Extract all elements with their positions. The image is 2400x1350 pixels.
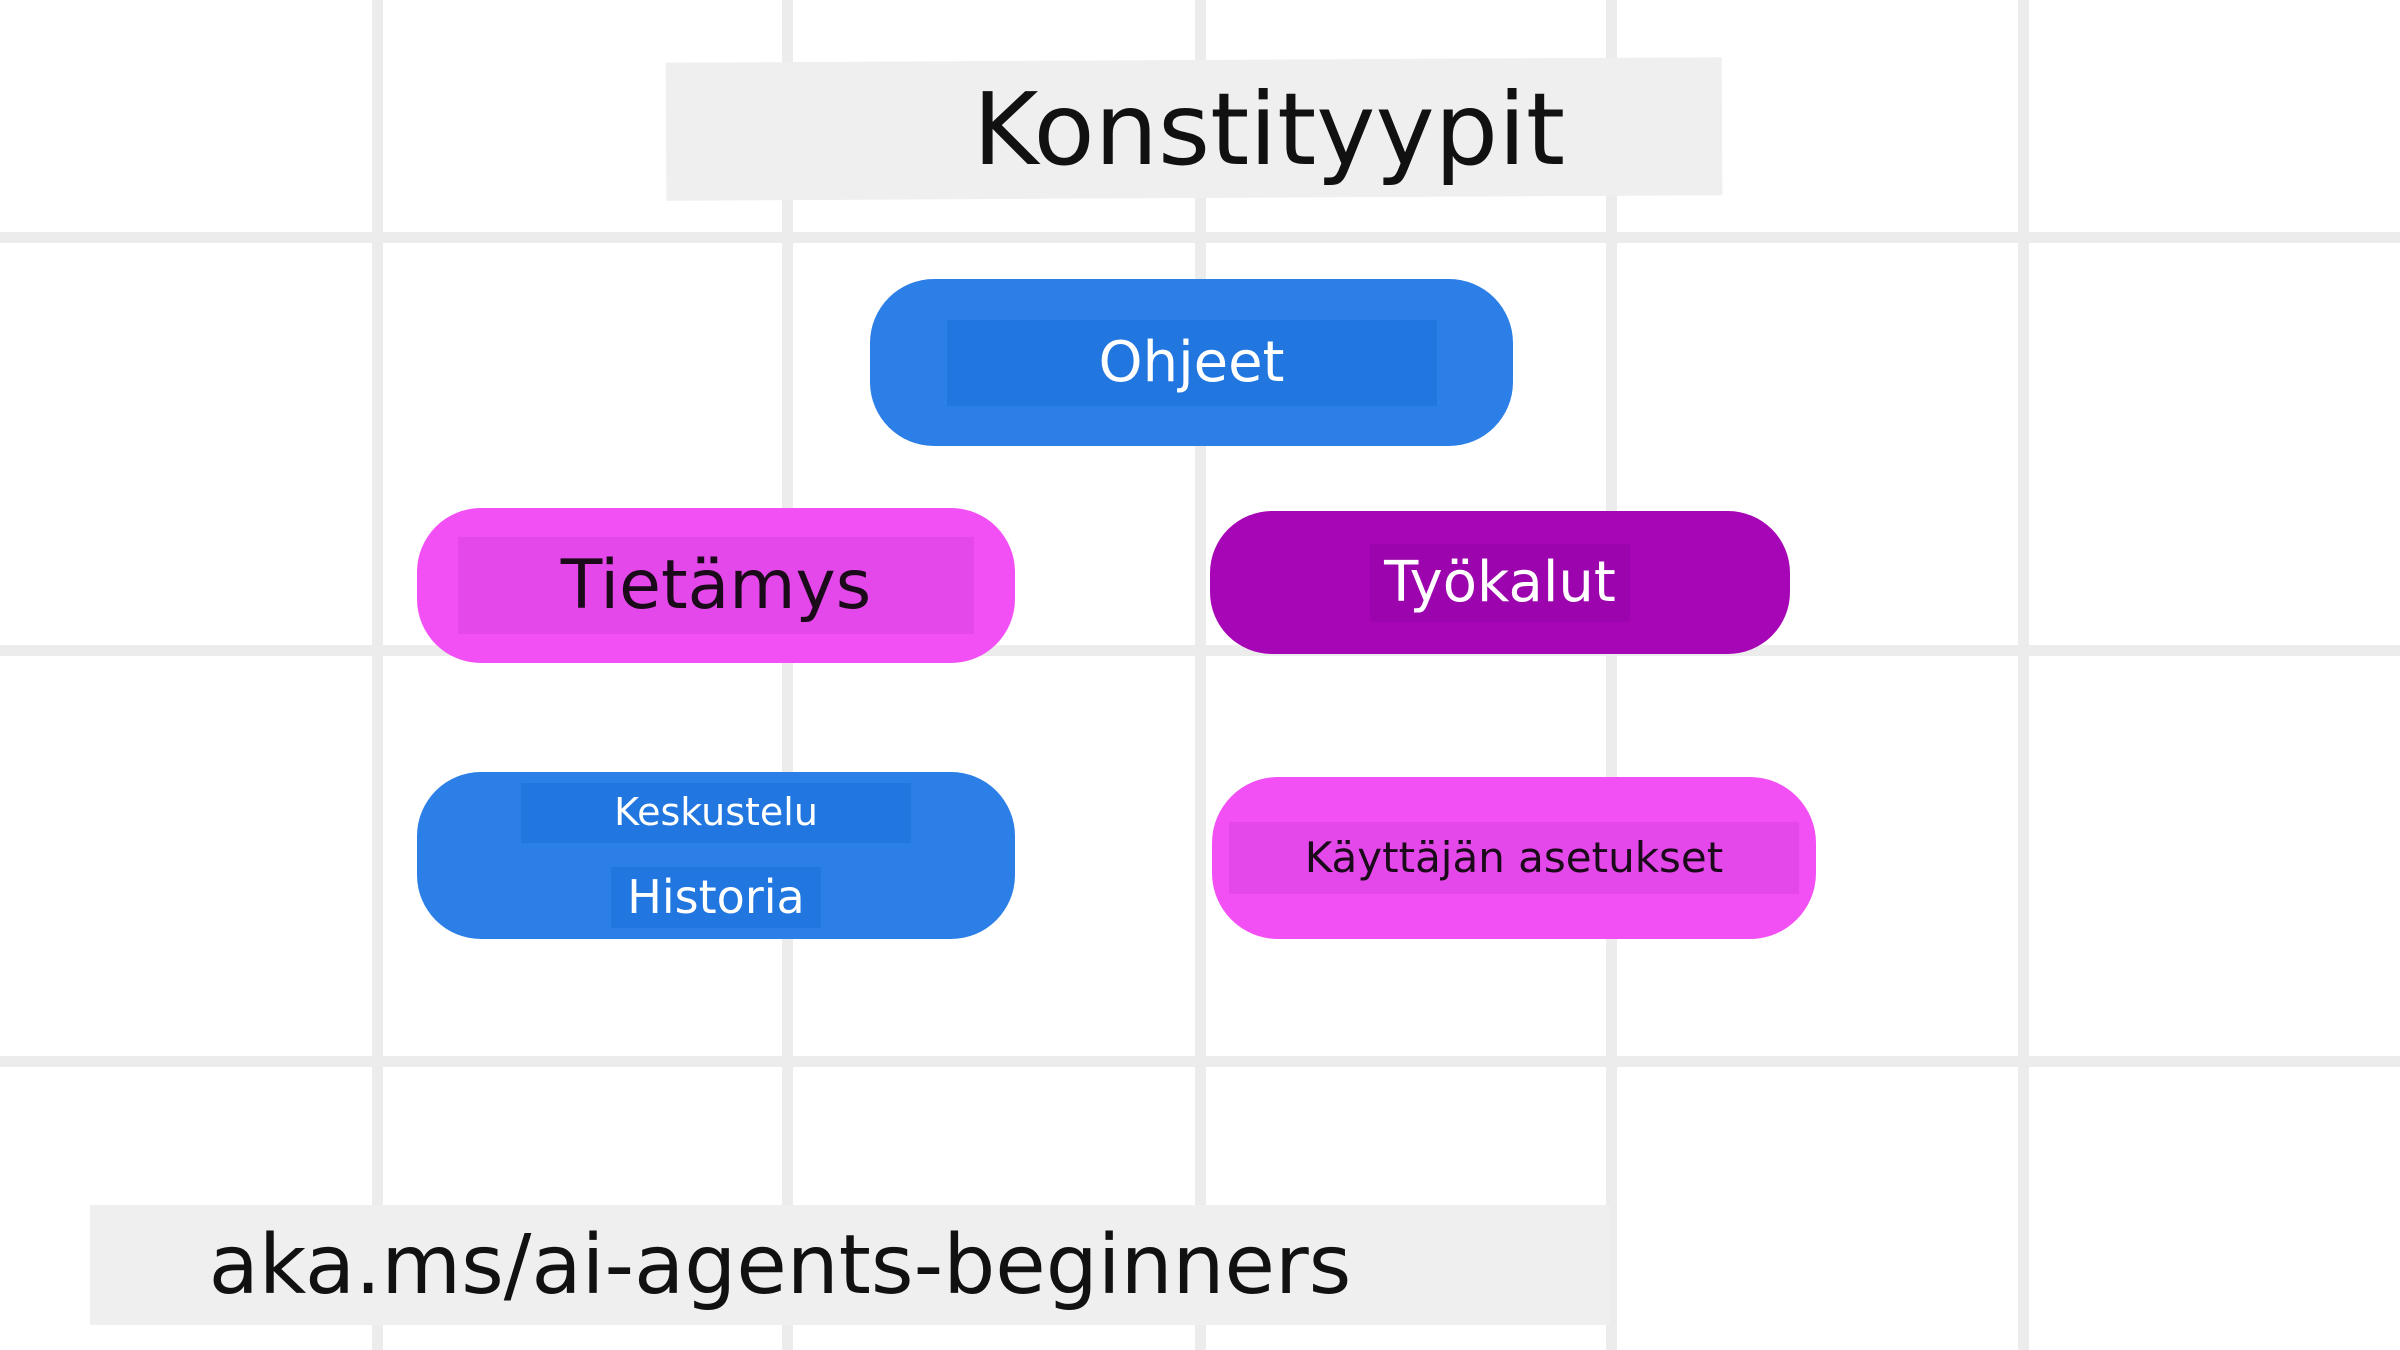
- node-tyokalut-label: Työkalut: [1370, 543, 1630, 622]
- grid-line: [0, 232, 2400, 243]
- node-historia-label: Historia: [611, 866, 821, 928]
- grid-line: [1606, 0, 1617, 1350]
- grid-line: [2018, 0, 2029, 1350]
- grid-line: [1195, 0, 1206, 1350]
- footer-url: aka.ms/ai-agents-beginners: [208, 1217, 1352, 1313]
- node-ohjeet: Ohjeet: [870, 279, 1513, 446]
- node-tietamys-label: Tietämys: [458, 537, 974, 634]
- node-keskusteluhistoria: Keskustelu Historia: [417, 772, 1015, 939]
- node-tietamys: Tietämys: [417, 508, 1015, 663]
- node-kayttajan-asetukset-label: Käyttäjän asetukset: [1229, 821, 1799, 895]
- grid-line: [372, 0, 383, 1350]
- node-ohjeet-label: Ohjeet: [946, 319, 1437, 406]
- grid-line: [0, 645, 2400, 656]
- diagram-title: Konstityypit: [972, 70, 1566, 188]
- footer-url-background: [90, 1205, 1610, 1325]
- grid-line: [0, 1056, 2400, 1067]
- node-kayttajan-asetukset: Käyttäjän asetukset: [1212, 777, 1816, 939]
- grid-line: [782, 0, 793, 1350]
- node-keskustelu-label: Keskustelu: [521, 783, 911, 843]
- node-tyokalut: Työkalut: [1210, 511, 1790, 654]
